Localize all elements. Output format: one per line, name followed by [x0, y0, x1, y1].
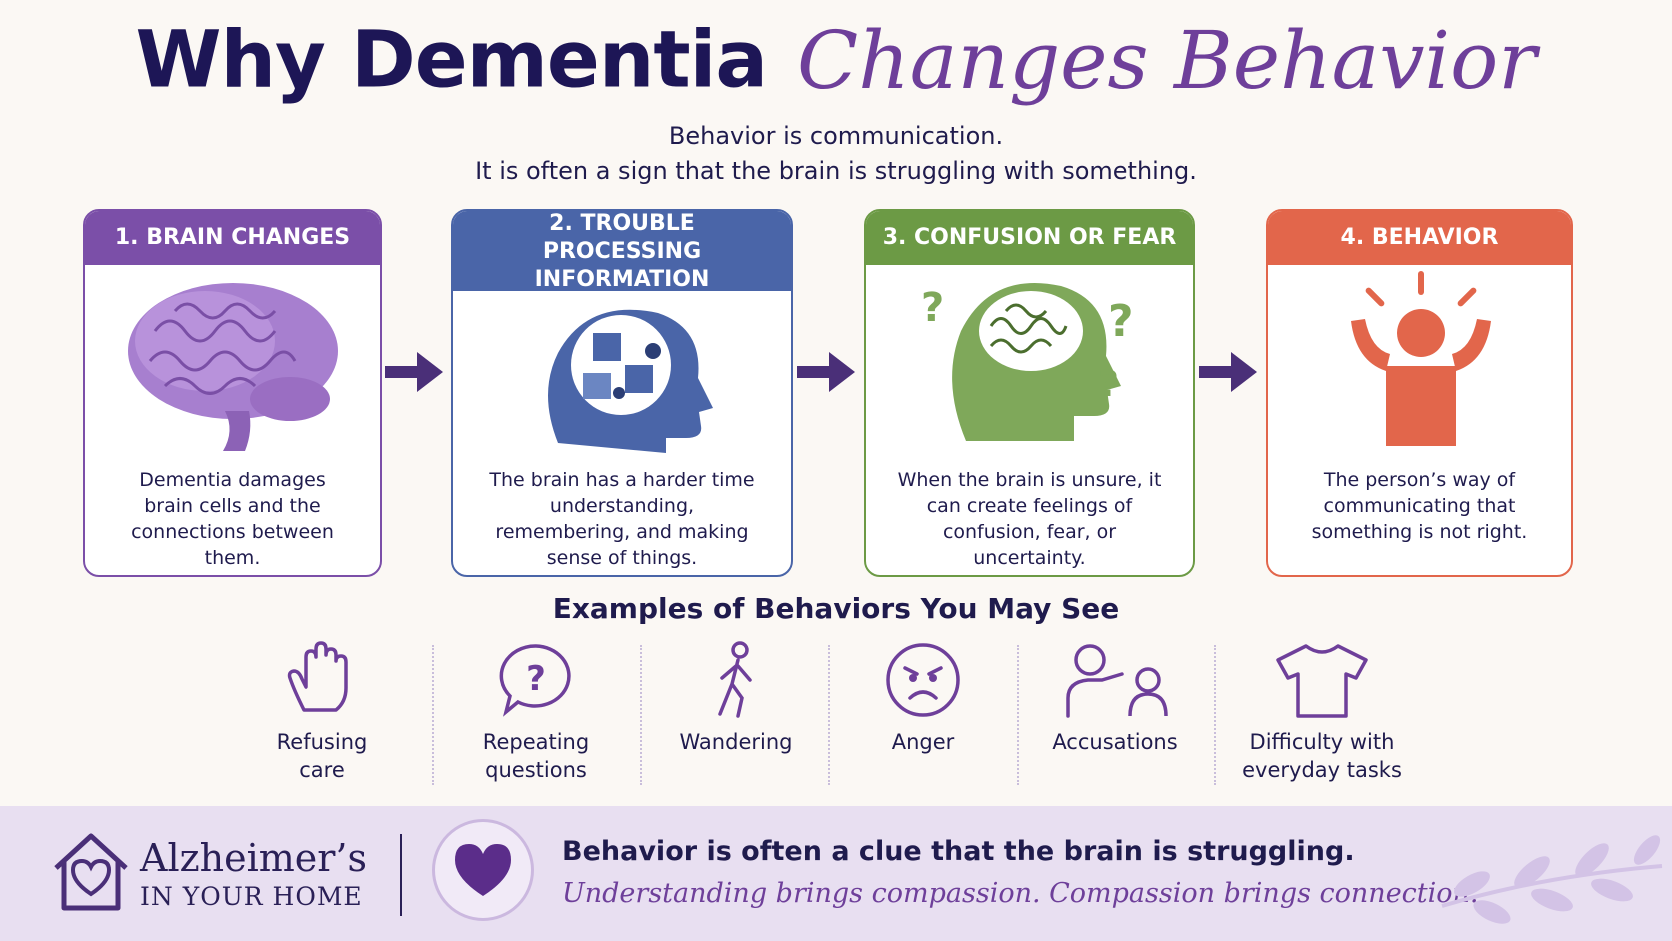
leaf-branch-icon	[1441, 835, 1663, 924]
divider	[432, 645, 434, 785]
heart-badge	[432, 819, 534, 921]
step-card-behavior: 4. BEHAVIOR The person’s way of communic…	[1266, 209, 1573, 577]
subtitle-line1: Behavior is communication.	[668, 122, 1004, 150]
example-anger: Anger	[833, 640, 1013, 756]
head-puzzle-icon	[453, 293, 791, 453]
step-description: The person’s way of communicating that s…	[1311, 469, 1528, 543]
example-accusations: Accusations	[1025, 640, 1205, 756]
example-wandering: Wandering	[646, 640, 826, 756]
svg-text:?: ?	[1098, 364, 1119, 405]
house-heart-logo-icon	[54, 833, 128, 911]
arrow-right-icon	[1199, 352, 1257, 392]
examples-title: Examples of Behaviors You May See	[552, 592, 1120, 625]
subtitle-line2: It is often a sign that the brain is str…	[475, 157, 1197, 185]
footer-tagline: Understanding brings compassion. Compass…	[562, 878, 1479, 909]
question-bubble-icon: ?	[499, 644, 571, 717]
footer-banner: Alzheimer’s IN YOUR HOME Behavior is oft…	[0, 806, 1672, 941]
page-title: Why Dementia Changes Behavior	[0, 14, 1672, 107]
footer-message: Behavior is often a clue that the brain …	[562, 836, 1355, 867]
step-heading: 2. TROUBLE PROCESSING INFORMATION	[453, 211, 791, 292]
svg-text:?: ?	[921, 285, 944, 331]
confused-head-icon: ? ? ?	[866, 271, 1193, 451]
angry-face-icon	[886, 643, 960, 717]
example-label: Anger	[891, 730, 955, 754]
title-part1: Why Dementia	[135, 15, 768, 106]
step-heading: 3. CONFUSION OR FEAR	[866, 211, 1193, 265]
step-description: The brain has a harder time understandin…	[489, 469, 755, 569]
raised-hand-icon	[287, 641, 348, 712]
step-card-confusion-fear: 3. CONFUSION OR FEAR ? ? ? When the brai…	[864, 209, 1195, 577]
divider	[1214, 645, 1216, 785]
divider	[828, 645, 830, 785]
svg-text:?: ?	[526, 659, 546, 699]
title-part2: Changes Behavior	[797, 14, 1537, 107]
step-heading: 1. BRAIN CHANGES	[85, 211, 380, 265]
step-description: Dementia damages brain cells and the con…	[131, 469, 334, 569]
step-heading-line2: PROCESSING INFORMATION	[534, 239, 710, 292]
upset-person-icon	[1268, 271, 1571, 451]
pointing-people-icon	[1066, 644, 1168, 718]
step-card-trouble-processing: 2. TROUBLE PROCESSING INFORMATION The bra…	[451, 209, 793, 577]
brand-subtitle: IN YOUR HOME	[140, 882, 363, 911]
step-heading: 4. BEHAVIOR	[1268, 211, 1571, 265]
step-heading-line1: 2. TROUBLE	[549, 211, 695, 236]
divider	[1017, 645, 1019, 785]
shirt-icon	[1276, 644, 1368, 718]
divider	[640, 645, 642, 785]
example-label: Wandering	[679, 730, 793, 754]
brand-name: Alzheimer’s	[140, 836, 367, 880]
step-card-brain-changes: 1. BRAIN CHANGES Dementia damages brain …	[83, 209, 382, 577]
arrow-right-icon	[797, 352, 855, 392]
example-label: Accusations	[1052, 730, 1178, 754]
arrow-right-icon	[385, 352, 443, 392]
walking-person-icon	[718, 641, 752, 718]
heart-icon	[455, 844, 511, 896]
brain-icon	[85, 271, 380, 451]
svg-text:?: ?	[1108, 296, 1134, 347]
step-description: When the brain is unsure, it can create …	[897, 469, 1162, 569]
footer-divider	[400, 834, 402, 916]
